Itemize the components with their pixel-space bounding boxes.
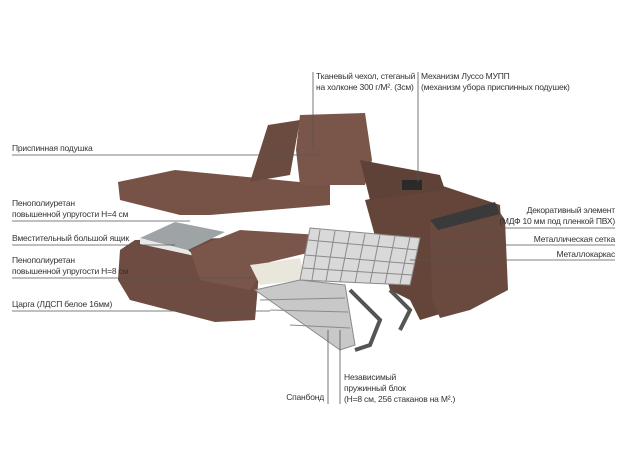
- label-spring-line2: пружинный блок: [344, 383, 406, 393]
- label-foam-4cm-line2: повышенной упругости Н=4 см: [12, 209, 129, 219]
- label-mechanism-line2: (механизм убора приспинных подушек): [421, 82, 570, 92]
- label-foam-8cm-line1: Пенополиуретан: [12, 255, 75, 265]
- lounger-cushion: [118, 170, 330, 215]
- label-frame-panel: Царга (ЛДСП белое 16мм): [12, 299, 113, 309]
- back-cushion-left: [250, 120, 300, 182]
- seat-cushion: [190, 230, 320, 290]
- label-back-cushion: Приспинная подушка: [12, 143, 93, 153]
- armrest: [430, 205, 508, 318]
- label-decorative-line2: (МДФ 10 мм под пленкой ПВХ): [499, 216, 615, 226]
- label-foam-4cm-line1: Пенополиуретан: [12, 198, 75, 208]
- label-decorative-line1: Декоративный элемент: [526, 205, 616, 215]
- label-storage-box: Вместительный большой ящик: [12, 233, 129, 243]
- label-fabric-cover-line1: Тканевый чехол, стеганый: [316, 71, 416, 81]
- label-mechanism-line1: Механизм Луссо МУПП: [421, 71, 510, 81]
- mechanism-block: [402, 180, 422, 190]
- label-foam-8cm: Пенополиуретан повышенной упругости Н=8 …: [12, 255, 128, 277]
- foam-layer: [250, 258, 305, 285]
- label-metal-mesh: Металлическая сетка: [533, 234, 615, 244]
- label-spring-line3: (Н=8 см, 256 стаканов на М².): [344, 394, 456, 404]
- storage-box: [140, 222, 225, 250]
- label-mechanism: Механизм Луссо МУПП (механизм убора прис…: [421, 71, 570, 93]
- leader-lines: [12, 72, 615, 404]
- back-cushion-main: [296, 113, 372, 185]
- label-decorative-element: Декоративный элемент (МДФ 10 мм под плен…: [499, 205, 615, 227]
- label-spring-block: Независимый пружинный блок (Н=8 см, 256 …: [344, 372, 455, 405]
- label-fabric-cover: Тканевый чехол, стеганый на холконе 300 …: [316, 71, 415, 93]
- label-fabric-cover-line2: на холконе 300 г/М². (3см): [316, 82, 414, 92]
- mechanism-legs: [348, 288, 413, 352]
- label-metal-frame: Металлокаркас: [556, 249, 615, 259]
- decorative-element: [430, 202, 500, 230]
- label-foam-8cm-line2: повышенной упругости Н=8 см: [12, 266, 129, 276]
- metal-mesh: [253, 227, 421, 351]
- label-foam-4cm: Пенополиуретан повышенной упругости Н=4 …: [12, 198, 128, 220]
- label-spring-line1: Независимый: [344, 372, 397, 382]
- label-spunbond: Спанбонд: [286, 392, 324, 402]
